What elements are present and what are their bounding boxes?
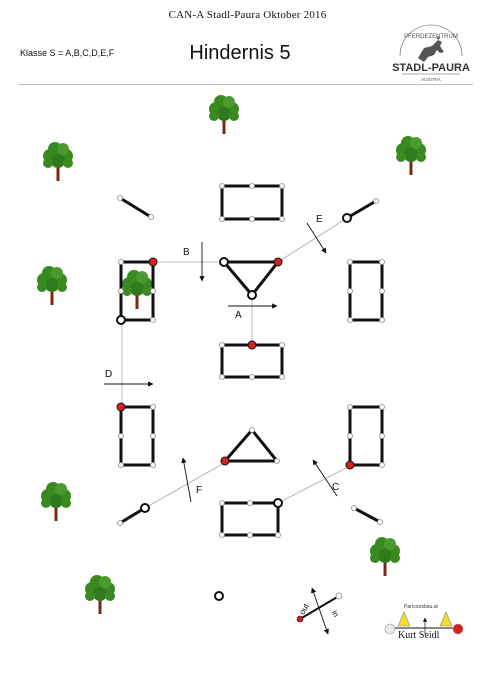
obstacle-vertical <box>117 503 150 526</box>
track-lines <box>121 217 351 509</box>
header-divider <box>18 84 473 85</box>
gate-label-e: E <box>316 214 323 225</box>
gate-label-f: F <box>196 485 202 496</box>
obstacle-vertical <box>342 198 379 223</box>
tree-icon <box>120 268 154 311</box>
obstacle-triangle <box>219 257 283 300</box>
obstacle-oxer <box>345 404 385 470</box>
gate-label-d: D <box>105 369 112 380</box>
tree-icon <box>41 140 75 183</box>
obstacle-title: Hindernis 5 <box>189 42 291 64</box>
gate-label-b: B <box>183 247 190 258</box>
tree-icon <box>35 264 69 307</box>
direction-in: in <box>330 609 341 619</box>
obstacle-oxer <box>116 257 158 325</box>
start-marker <box>214 591 224 601</box>
logo-arc-text: PFERDEZENTRUM <box>404 34 458 40</box>
horse-icon <box>418 36 444 62</box>
logo-name: STADL-PAURA <box>392 62 470 74</box>
obstacle-triangle <box>220 427 280 466</box>
designer-byline: Parcoursbau.at <box>404 604 438 610</box>
obstacle-vertical <box>117 195 154 220</box>
tree-icon <box>207 93 241 136</box>
gate-f-arrow <box>181 457 192 503</box>
obstacle-oxer <box>219 183 285 222</box>
designer-stamp <box>384 611 464 635</box>
obstacle-oxer <box>347 259 385 323</box>
class-label: Klasse S = A,B,C,D,E,F <box>20 48 115 58</box>
tree-icon <box>83 573 117 616</box>
gate-label-c: C <box>332 482 339 493</box>
tree-icon <box>39 480 73 523</box>
gate-e-arrow <box>306 222 327 254</box>
gate-label-a: A <box>235 310 242 321</box>
obstacle-oxer <box>219 340 285 380</box>
stadl-paura-logo: PFERDEZENTRUM STADL-PAURA AUSTRIA <box>392 24 470 82</box>
obstacle-vertical <box>351 505 383 525</box>
direction-symbol: out in <box>296 587 343 635</box>
logo-country: AUSTRIA <box>421 77 441 82</box>
designer-signature: Kurt Seidl <box>398 630 440 641</box>
gate-c-arrow <box>312 459 338 497</box>
tree-icon <box>368 535 402 578</box>
tree-icon <box>394 134 428 177</box>
event-title: CAN-A Stadl-Paura Oktober 2016 <box>168 9 327 21</box>
obstacle-oxer <box>116 402 156 468</box>
obstacle-oxer <box>219 498 283 538</box>
